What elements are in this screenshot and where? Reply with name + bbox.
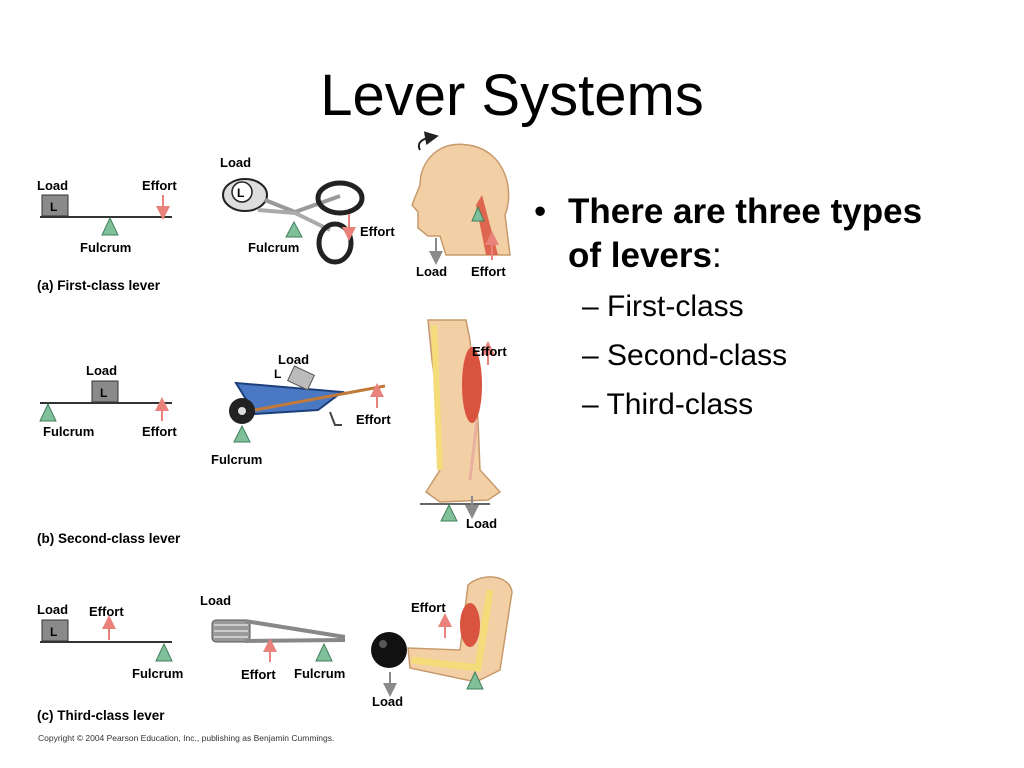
- main-bullet-text: There are three types of levers:: [568, 190, 934, 278]
- load-label: Load: [37, 178, 68, 193]
- arm-illustration: Effort Load: [371, 576, 513, 709]
- effort-label: Effort: [89, 604, 124, 619]
- calf-muscle: [462, 347, 482, 423]
- bullet-list: • There are three types of levers: – Fir…: [534, 190, 934, 429]
- tweezers-arm: [244, 619, 346, 643]
- scissors-fulcrum-label: Fulcrum: [248, 240, 299, 255]
- wheelbarrow-load-mark: L: [274, 367, 281, 381]
- bullet-dot: •: [534, 192, 547, 231]
- tweezers-fulcrum-triangle: [315, 642, 333, 662]
- effort-label: Effort: [142, 424, 177, 439]
- rotation-arrow: [417, 131, 439, 151]
- third-class-caption: (c) Third-class lever: [37, 708, 165, 723]
- scissors-load-circle: [231, 181, 253, 203]
- wheelbarrow-handle: [254, 384, 386, 412]
- foot-illustration: Effort Load: [420, 319, 507, 531]
- second-class-caption: (b) Second-class lever: [37, 531, 181, 546]
- arm-fulcrum-triangle: [466, 670, 484, 690]
- scissors-fulcrum-triangle: [285, 220, 303, 238]
- load-label: Load: [37, 602, 68, 617]
- arm-bone: [411, 589, 494, 672]
- head-load-label: Load: [416, 264, 447, 279]
- tweezers-load-label: Load: [200, 593, 231, 608]
- tweezers-illustration: Load Effort Fulcrum: [200, 593, 346, 682]
- head-fulcrum-triangle: [471, 205, 485, 222]
- scissors-load-label: Load: [220, 155, 251, 170]
- sub-bullet-first-class: – First-class: [582, 290, 744, 323]
- wheelbarrow-fulcrum-label: Fulcrum: [211, 452, 262, 467]
- weight-ball: [371, 632, 407, 668]
- tweezers-fulcrum-label: Fulcrum: [294, 666, 345, 681]
- wheelbarrow-load-label: Load: [278, 352, 309, 367]
- foot-fulcrum-triangle: [440, 503, 458, 522]
- lever-figure: Load L Fulcrum Effort Load L Fulcrum Eff…: [37, 131, 513, 743]
- sub-bullet-list: – First-class – Second-class – Third-cla…: [534, 282, 934, 429]
- wheelbarrow-fulcrum-triangle: [233, 424, 251, 443]
- fulcrum-label: Fulcrum: [80, 240, 131, 255]
- scissors-illustration: Load L Fulcrum Effort: [220, 155, 395, 265]
- arm-effort-label: Effort: [411, 600, 446, 615]
- foot-effort-label: Effort: [472, 344, 507, 359]
- head-shape: [411, 143, 511, 256]
- scissors-load-mark: L: [237, 186, 244, 200]
- sub-bullet-third-class: – Third-class: [582, 388, 754, 421]
- slide-title: Lever Systems: [320, 63, 704, 128]
- scissors-effort-label: Effort: [360, 224, 395, 239]
- load-box-label: L: [50, 200, 57, 214]
- first-class-diagram: Load L Fulcrum Effort: [37, 178, 177, 255]
- main-bullet: • There are three types of levers:: [534, 190, 934, 278]
- load-box-label: L: [100, 386, 107, 400]
- head-illustration: Load Effort: [411, 131, 511, 279]
- first-class-caption: (a) First-class lever: [37, 278, 161, 293]
- wheelbarrow-effort-label: Effort: [356, 412, 391, 427]
- second-class-diagram: Load L Fulcrum Effort: [39, 363, 177, 439]
- main-bullet-suffix: :: [711, 236, 722, 275]
- arm-load-label: Load: [372, 694, 403, 709]
- effort-label: Effort: [142, 178, 177, 193]
- sub-bullet-second-class: – Second-class: [582, 339, 788, 372]
- foot-load-label: Load: [466, 516, 497, 531]
- main-bullet-bold: There are three types of levers: [568, 192, 923, 275]
- load-box-label: L: [50, 625, 57, 639]
- load-label: Load: [86, 363, 117, 378]
- fulcrum-label: Fulcrum: [43, 424, 94, 439]
- tweezers-effort-label: Effort: [241, 667, 276, 682]
- fulcrum-triangle: [155, 642, 173, 662]
- third-class-diagram: Load L Effort Fulcrum: [37, 602, 183, 681]
- head-effort-label: Effort: [471, 264, 506, 279]
- biceps-muscle: [460, 603, 480, 647]
- copyright-text: Copyright © 2004 Pearson Education, Inc.…: [38, 733, 334, 743]
- leg-bone: [431, 324, 443, 471]
- fulcrum-label: Fulcrum: [132, 666, 183, 681]
- fulcrum-triangle: [39, 402, 57, 422]
- wheelbarrow-load-block: [286, 365, 316, 391]
- fulcrum-triangle: [101, 216, 119, 236]
- wheelbarrow-illustration: Load L Fulcrum Effort: [211, 352, 391, 467]
